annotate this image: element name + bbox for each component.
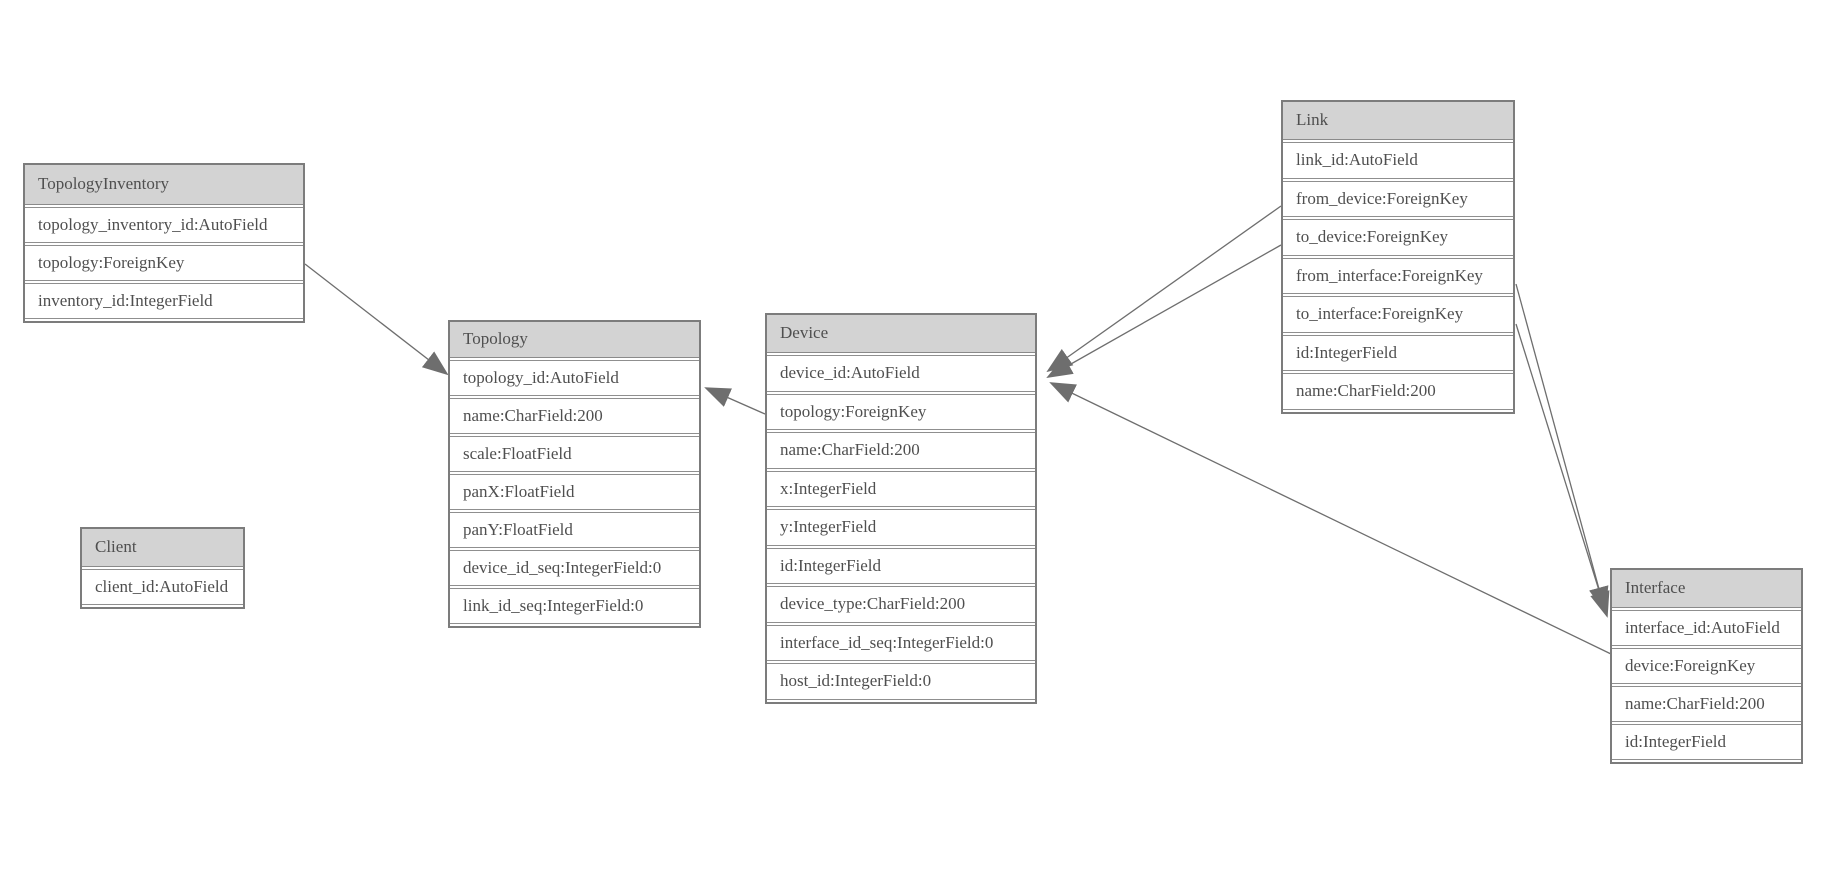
relation-link-todevice-device	[1046, 244, 1282, 378]
field-row: topology:ForeignKey	[25, 245, 303, 281]
field-row: link_id:AutoField	[1283, 142, 1513, 179]
field-row: id:IntegerField	[1283, 334, 1513, 371]
field-row: name:CharField:200	[767, 432, 1035, 469]
entity-title-client: Client	[82, 529, 243, 567]
field-row: scale:FloatField	[450, 436, 699, 472]
field-row: device_id:AutoField	[767, 355, 1035, 392]
relation-topologyinventory-topology	[304, 263, 449, 376]
field-row: from_device:ForeignKey	[1283, 180, 1513, 217]
entity-title-device: Device	[767, 315, 1035, 353]
field-row: device:ForeignKey	[1612, 648, 1801, 684]
relation-link-frominterface-interface	[1515, 283, 1609, 613]
entity-title-topology-inventory: TopologyInventory	[25, 165, 303, 205]
field-row: link_id_seq:IntegerField:0	[450, 588, 699, 624]
entity-title-link: Link	[1283, 102, 1513, 140]
relation-link-fromdevice-device	[1046, 205, 1282, 373]
field-row: y:IntegerField	[767, 509, 1035, 546]
field-row: interface_id_seq:IntegerField:0	[767, 624, 1035, 661]
relation-link-tointerface-interface	[1515, 323, 1610, 618]
relation-device-topology	[704, 387, 766, 415]
relation-interface-device-device	[1049, 382, 1612, 655]
entity-title-topology: Topology	[450, 322, 699, 358]
entity-title-interface: Interface	[1612, 570, 1801, 608]
field-row: panY:FloatField	[450, 512, 699, 548]
field-row: inventory_id:IntegerField	[25, 283, 303, 319]
field-row: id:IntegerField	[1612, 724, 1801, 760]
field-row: name:CharField:200	[1612, 686, 1801, 722]
field-row: panX:FloatField	[450, 474, 699, 510]
field-row: from_interface:ForeignKey	[1283, 257, 1513, 294]
field-row: client_id:AutoField	[82, 569, 243, 605]
field-row: x:IntegerField	[767, 470, 1035, 507]
field-row: device_id_seq:IntegerField:0	[450, 550, 699, 586]
field-row: name:CharField:200	[1283, 373, 1513, 410]
field-row: to_device:ForeignKey	[1283, 219, 1513, 256]
field-row: interface_id:AutoField	[1612, 610, 1801, 646]
field-row: device_type:CharField:200	[767, 586, 1035, 623]
field-row: id:IntegerField	[767, 547, 1035, 584]
field-row: name:CharField:200	[450, 398, 699, 434]
field-row: topology_id:AutoField	[450, 360, 699, 396]
field-row: host_id:IntegerField:0	[767, 663, 1035, 700]
field-row: topology_inventory_id:AutoField	[25, 207, 303, 243]
field-row: topology:ForeignKey	[767, 393, 1035, 430]
field-row: to_interface:ForeignKey	[1283, 296, 1513, 333]
